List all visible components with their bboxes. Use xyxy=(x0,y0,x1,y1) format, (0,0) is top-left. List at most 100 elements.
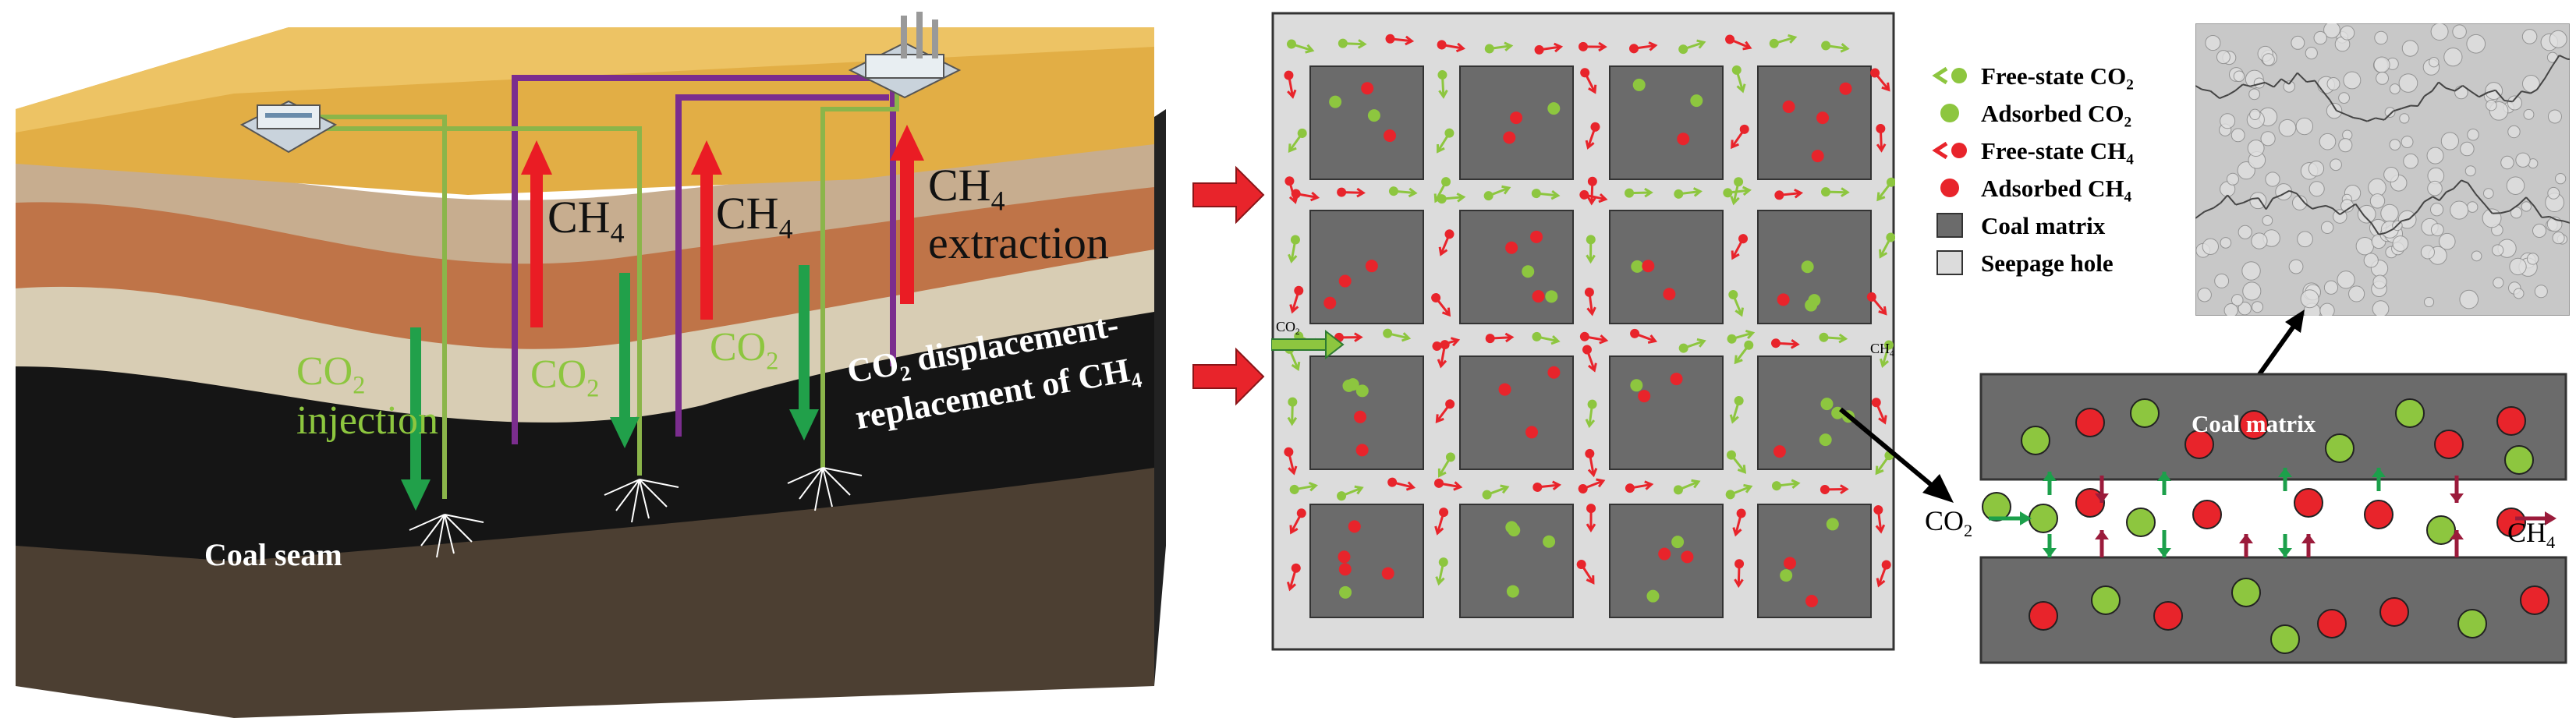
coal-molecule-bond xyxy=(2484,204,2493,214)
grid-ch4-small-text: CH xyxy=(1870,341,1890,356)
coal-molecule-bond xyxy=(2219,94,2229,100)
gas-molecule-sphere xyxy=(2376,71,2390,85)
free-molecule-arrow xyxy=(1338,38,1367,49)
gas-molecule-sphere xyxy=(2438,232,2456,250)
free-molecule-arrow xyxy=(1725,483,1753,500)
ch4-extraction-label: CH4 extraction xyxy=(928,160,1109,270)
zoom-arrow-up xyxy=(2255,309,2305,378)
free-molecule-arrow xyxy=(1584,287,1596,317)
free-molecule-arrow xyxy=(1532,480,1561,492)
co2-downward-arrows xyxy=(401,265,819,511)
grid-ch4-small-label: CH4 xyxy=(1870,341,1894,359)
adsorbed-molecule xyxy=(1631,260,1644,273)
free-molecule-arrow xyxy=(1880,340,1894,369)
gas-molecule-sphere xyxy=(2383,166,2400,182)
gas-molecule-sphere xyxy=(2500,155,2514,170)
coal-molecule-bond xyxy=(2518,196,2527,205)
free-molecule-arrow xyxy=(1731,124,1749,150)
gas-molecule-sphere xyxy=(2330,158,2342,172)
gas-molecule-sphere xyxy=(2466,201,2479,213)
gas-molecule-sphere xyxy=(2292,195,2308,210)
gas-molecule-sphere xyxy=(2265,172,2280,187)
coal-molecule-bond xyxy=(2280,189,2290,196)
coal-molecule-bond xyxy=(2204,207,2214,213)
ch4-molecule xyxy=(2317,609,2347,638)
free-molecule-arrow xyxy=(1727,329,1756,344)
coal-matrix-block xyxy=(1609,355,1724,470)
gas-molecule-sphere xyxy=(2403,153,2418,169)
legend-label-adsorbed-co2: Adsorbed CO2 xyxy=(1981,100,2132,131)
coal-molecule-bond xyxy=(2296,193,2306,204)
free-molecule-arrow xyxy=(1819,332,1848,344)
adsorbed-molecule xyxy=(1547,366,1561,379)
adsorbed-molecule xyxy=(1384,129,1397,143)
gas-molecule-sphere xyxy=(2223,303,2238,316)
free-molecule-arrow xyxy=(1437,128,1455,154)
adsorbed-molecule xyxy=(1355,384,1369,398)
co2-molecule xyxy=(2029,504,2058,533)
free-molecule-arrow xyxy=(1534,42,1564,55)
gas-molecule-sphere xyxy=(2226,172,2239,186)
coal-molecule-bond xyxy=(2383,110,2394,121)
free-molecule-arrow xyxy=(1585,448,1598,478)
ch4-molecule xyxy=(2520,585,2549,615)
coal-matrix-block xyxy=(1609,504,1724,618)
coal-molecule-bond xyxy=(2195,210,2206,219)
gas-molecule-sphere xyxy=(2233,70,2245,83)
gas-molecule-sphere xyxy=(2521,201,2532,212)
coal-molecule-bond xyxy=(2209,90,2220,99)
coal-molecule-bond xyxy=(2304,202,2313,210)
coal-molecule-bond xyxy=(2470,90,2480,98)
free-molecule-arrow xyxy=(1731,234,1749,260)
co2-molecule xyxy=(2270,624,2300,654)
diffusion-arrow-head xyxy=(2157,472,2171,481)
free-molecule-arrow xyxy=(1433,478,1463,491)
gas-molecule-sphere xyxy=(2507,125,2521,139)
adsorbed-molecule xyxy=(1525,426,1539,439)
adsorbed-molecule xyxy=(1671,536,1685,549)
coal-molecule-bond xyxy=(2445,87,2456,92)
gas-molecule-sphere xyxy=(2308,181,2325,197)
gas-molecule-sphere xyxy=(2262,53,2275,66)
co2-molecule xyxy=(2021,426,2050,455)
coal-molecule-bond xyxy=(2312,206,2319,210)
free-molecule-arrow xyxy=(1579,331,1609,345)
molecular-simulation-image xyxy=(2195,23,2570,316)
adsorbed-molecule xyxy=(1816,111,1830,125)
free-molecule-arrow xyxy=(1876,124,1887,153)
coal-molecule-bond xyxy=(2363,214,2372,225)
free-molecule-arrow xyxy=(1286,39,1315,54)
gas-molecule-sphere xyxy=(2363,253,2379,268)
coal-matrix-block xyxy=(1609,210,1724,324)
grid-co2-small-text: CO xyxy=(1276,319,1296,334)
coal-molecule-bond xyxy=(2509,203,2520,212)
co2-label-3: CO2 xyxy=(710,327,778,373)
legend-row-adsorbed-ch4: Adsorbed CH4 xyxy=(1919,172,2199,206)
gas-molecule-sphere xyxy=(2319,133,2337,150)
gas-molecule-sphere xyxy=(2507,95,2522,111)
gas-molecule-sphere xyxy=(2389,139,2401,151)
ch4-label-2: CH4 xyxy=(716,191,793,244)
free-molecule-arrow xyxy=(1771,479,1801,491)
geological-block-diagram xyxy=(16,12,1166,718)
adsorbed-molecule xyxy=(1658,547,1671,561)
coal-molecule-bond xyxy=(2339,209,2347,215)
coal-molecule-bond xyxy=(2265,198,2274,210)
gas-molecule-sphere xyxy=(2231,294,2244,306)
gas-molecule-sphere xyxy=(2450,200,2469,220)
gas-molecule-sphere xyxy=(2319,302,2335,316)
gas-molecule-sphere xyxy=(2452,24,2467,39)
coal-molecule-bond xyxy=(2375,117,2385,121)
ch4-molecule xyxy=(2239,410,2269,440)
free-molecule-arrow xyxy=(1437,193,1466,204)
coal-molecule-bond xyxy=(2536,78,2546,90)
free-molecule-arrow xyxy=(1438,229,1455,256)
ch4-molecule xyxy=(2364,500,2394,529)
free-molecule-arrow xyxy=(1579,189,1608,203)
free-molecule-arrow xyxy=(1337,187,1366,198)
free-molecule-arrow xyxy=(1628,41,1658,54)
coal-molecule-bond xyxy=(2401,104,2411,110)
gas-molecule-sphere xyxy=(2275,183,2293,201)
coal-molecule-bond xyxy=(2416,201,2425,212)
ch4-molecule xyxy=(2184,430,2214,459)
